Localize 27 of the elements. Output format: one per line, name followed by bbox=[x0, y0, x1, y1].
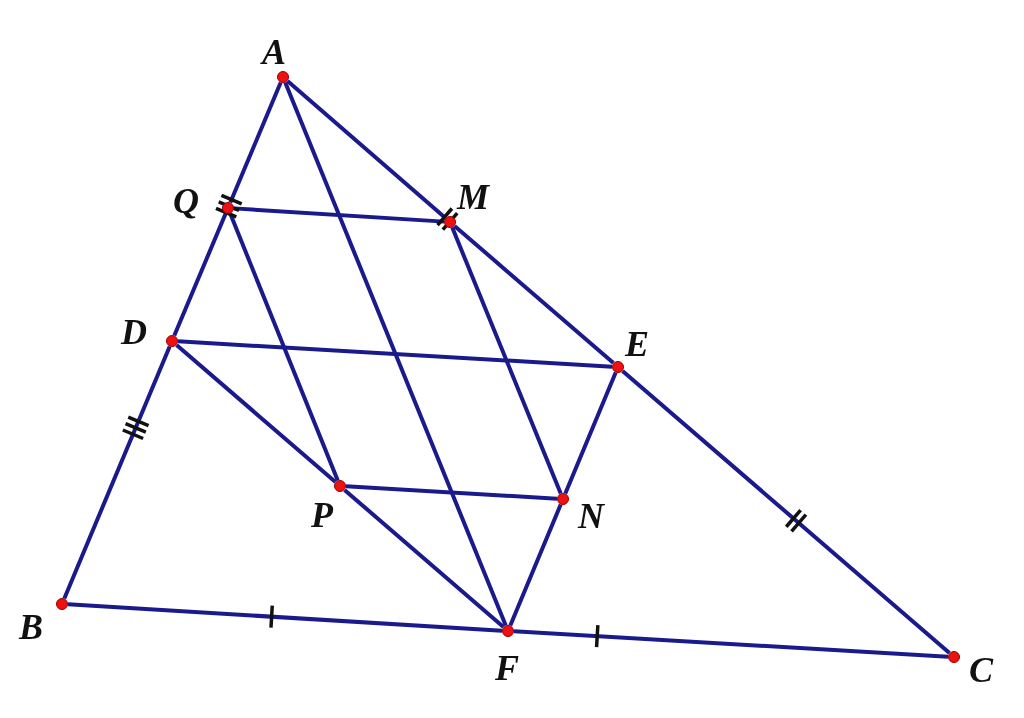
line-segment bbox=[62, 345, 172, 600]
line-segment bbox=[228, 81, 283, 204]
point-label: P bbox=[311, 497, 333, 533]
line-segment bbox=[345, 484, 558, 501]
point-label: A bbox=[262, 34, 286, 70]
point-label: N bbox=[578, 498, 604, 534]
line-segment bbox=[563, 371, 618, 495]
point-label: B bbox=[19, 609, 43, 645]
line-segment bbox=[343, 488, 505, 629]
line-segment bbox=[450, 226, 563, 495]
line-segment bbox=[286, 79, 447, 220]
line-segment bbox=[283, 81, 508, 627]
point-label: Q bbox=[173, 183, 199, 219]
point-label: E bbox=[625, 326, 649, 362]
line-segment bbox=[233, 206, 445, 224]
line-segment bbox=[177, 339, 613, 369]
line-segment bbox=[67, 602, 503, 633]
point-label: M bbox=[457, 179, 489, 215]
line-segment bbox=[513, 629, 949, 659]
point-label: F bbox=[495, 650, 519, 686]
point-label: C bbox=[969, 652, 993, 688]
line-segment bbox=[175, 343, 337, 484]
line-segment bbox=[453, 224, 615, 365]
line-segment bbox=[172, 212, 228, 337]
line-segment bbox=[621, 369, 951, 655]
line-segment bbox=[508, 503, 563, 627]
point-label: D bbox=[121, 314, 147, 350]
